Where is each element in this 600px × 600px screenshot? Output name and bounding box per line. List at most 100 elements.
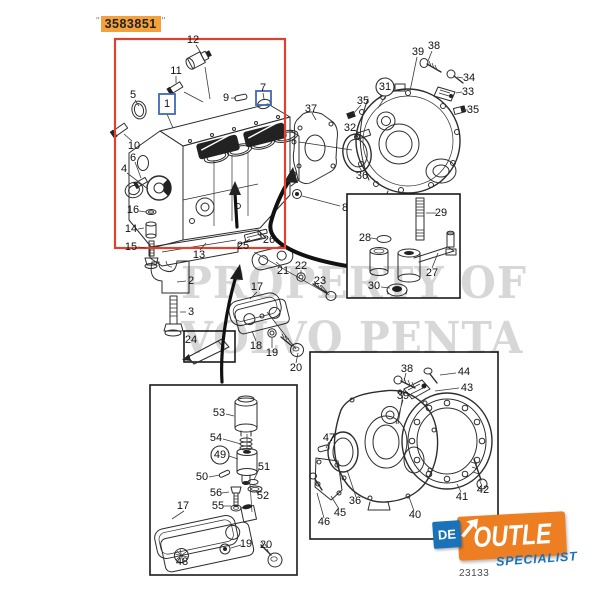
part-label-17: 17 bbox=[251, 281, 263, 293]
circled-callout-49 bbox=[210, 445, 230, 465]
bracket-kit bbox=[369, 197, 457, 297]
part-label-53: 53 bbox=[213, 407, 225, 419]
part-label-54: 54 bbox=[210, 432, 222, 444]
part-label-4: 4 bbox=[121, 163, 127, 175]
seal-ring-36-inset bbox=[327, 431, 359, 473]
pin-47 bbox=[317, 444, 330, 453]
part-label-49: 49 bbox=[214, 449, 226, 461]
part-label-31: 31 bbox=[379, 81, 391, 93]
part-label-36: 36 bbox=[356, 170, 368, 182]
part-label-6: 6 bbox=[130, 152, 136, 164]
washer-16 bbox=[145, 209, 157, 215]
part-label-21: 21 bbox=[277, 265, 289, 277]
part-label-32: 32 bbox=[344, 122, 356, 134]
part-label-38: 38 bbox=[401, 363, 413, 375]
stud-9 bbox=[234, 93, 248, 102]
inset-box-oil-filter bbox=[149, 384, 298, 576]
part-label-24: 24 bbox=[185, 334, 197, 346]
bolt-56 bbox=[230, 486, 242, 507]
stud-29 bbox=[415, 197, 425, 241]
plate-45 bbox=[314, 457, 343, 501]
gasket-17-inset bbox=[154, 514, 239, 560]
part-label-37: 37 bbox=[305, 103, 317, 115]
leader-lines bbox=[123, 44, 483, 558]
part-label-3: 3 bbox=[188, 306, 194, 318]
part-label-50: 50 bbox=[196, 471, 208, 483]
part-label-16: 16 bbox=[127, 204, 139, 216]
oil-filter-53 bbox=[234, 395, 258, 437]
bolt-46 bbox=[309, 472, 323, 491]
washer-19 bbox=[267, 328, 277, 338]
part-label-23: 23 bbox=[314, 275, 326, 287]
flywheel-housing-group bbox=[292, 58, 467, 204]
part-label-5: 5 bbox=[130, 89, 136, 101]
part-label-46: 46 bbox=[318, 516, 330, 528]
logo-outlet-text: OUTLE bbox=[472, 517, 552, 554]
part-label-56: 56 bbox=[210, 487, 222, 499]
logo-outlet-flag: OUTLE bbox=[456, 511, 568, 561]
inset-box-bracket bbox=[346, 193, 461, 299]
part-label-11: 11 bbox=[170, 65, 181, 77]
pin-26 bbox=[257, 228, 268, 236]
gasket-37 bbox=[292, 111, 338, 185]
part-label-35: 35 bbox=[467, 104, 479, 116]
bolt-42 bbox=[470, 458, 488, 490]
plate-21 bbox=[251, 245, 294, 271]
part-label-45: 45 bbox=[334, 507, 346, 519]
spacer-14 bbox=[145, 221, 157, 239]
nut-30 bbox=[386, 283, 408, 297]
plate-stack bbox=[228, 245, 337, 357]
circled-callout-31 bbox=[375, 77, 395, 97]
highlight-box-7 bbox=[255, 90, 272, 106]
boxed-callout-1 bbox=[158, 93, 176, 115]
part-label-18: 18 bbox=[250, 340, 262, 352]
drawing-number: 23133 bbox=[459, 568, 490, 579]
part-label-14: 14 bbox=[125, 223, 137, 235]
plate-18 bbox=[234, 298, 290, 335]
logo-de-badge: DE bbox=[432, 520, 462, 549]
part-label-19: 19 bbox=[266, 347, 278, 359]
part-label-34: 34 bbox=[463, 72, 475, 84]
part-label-2: 2 bbox=[188, 275, 194, 287]
watermark: PROPERTY OF VOLVO PENTA bbox=[181, 256, 526, 366]
part-label-8: 8 bbox=[342, 202, 348, 214]
part-label-36: 36 bbox=[349, 495, 361, 507]
sender-12 bbox=[185, 50, 212, 70]
watermark-line2: VOLVO PENTA bbox=[181, 312, 524, 364]
bolt-38-39 bbox=[419, 58, 442, 73]
seal-ring-36 bbox=[342, 133, 372, 173]
detail-arrows bbox=[220, 167, 349, 384]
part-label-15: 15 bbox=[125, 241, 137, 253]
part-label-35: 35 bbox=[357, 95, 369, 107]
washer-52 bbox=[247, 485, 263, 493]
part-label-39: 39 bbox=[412, 46, 424, 58]
part-number-value[interactable]: 3583851 bbox=[100, 16, 161, 32]
screw-44 bbox=[423, 367, 438, 384]
part-label-48: 48 bbox=[176, 556, 188, 568]
bracket-2-group bbox=[150, 260, 236, 365]
oring-51 bbox=[247, 479, 259, 485]
part-label-17: 17 bbox=[177, 500, 189, 512]
part-label-27: 27 bbox=[426, 267, 438, 279]
bolt-23 bbox=[312, 280, 337, 301]
washer-19-inset bbox=[219, 543, 231, 555]
part-label-7: 7 bbox=[260, 82, 266, 94]
adapter-49 bbox=[236, 448, 258, 485]
part-label-12: 12 bbox=[187, 34, 199, 46]
part-label-51: 51 bbox=[258, 461, 270, 473]
plug-10 bbox=[109, 122, 129, 139]
part-label-13: 13 bbox=[193, 249, 205, 261]
part-number-badge[interactable]: " 3583851 " bbox=[96, 16, 165, 32]
part-label-40: 40 bbox=[409, 509, 421, 521]
plug-8 bbox=[292, 189, 302, 199]
part-label-44: 44 bbox=[458, 366, 470, 378]
bracket-48 bbox=[160, 504, 257, 573]
part-label-20: 20 bbox=[290, 362, 302, 374]
quote-right: " bbox=[161, 15, 166, 27]
plug-35-right bbox=[452, 105, 467, 115]
red-highlight-frame bbox=[113, 37, 287, 250]
seal-ring-4 bbox=[124, 181, 144, 199]
